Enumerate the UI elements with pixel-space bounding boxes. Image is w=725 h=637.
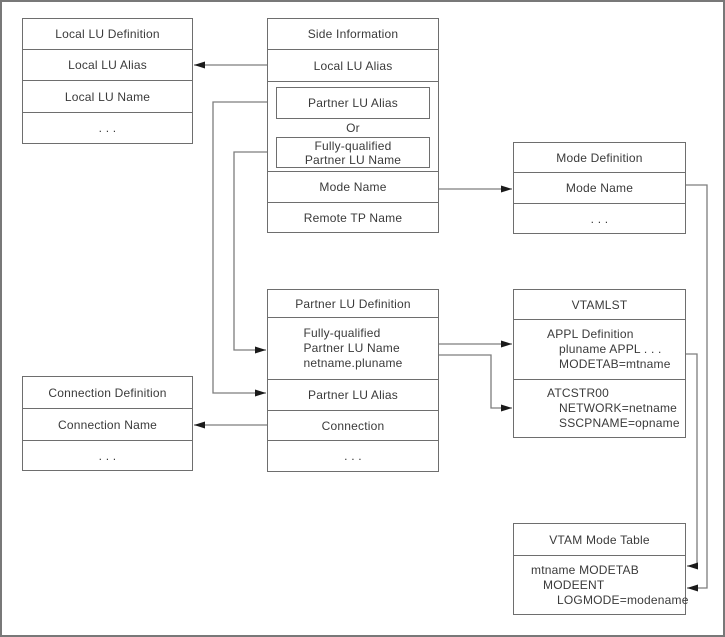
fq-line1: Fully-qualified bbox=[303, 326, 381, 340]
row-ellipsis: . . . bbox=[268, 440, 438, 471]
box-title: Partner LU Definition bbox=[295, 296, 411, 311]
appl-line1: APPL Definition bbox=[547, 327, 634, 341]
box-title: VTAM Mode Table bbox=[549, 532, 650, 547]
row-atcstr00: ATCSTR00 NETWORK=netname SSCPNAME=opname bbox=[514, 379, 685, 437]
box-vtam-mode-table: VTAM Mode Table mtname MODETAB MODEENT L… bbox=[513, 523, 688, 615]
fully-qualified-line2: Partner LU Name bbox=[304, 152, 402, 167]
arrow-sideinfo-partnerlualias-to-partnerlu bbox=[212, 101, 267, 397]
box-vtamlst: VTAMLST APPL Definition pluname APPL . .… bbox=[513, 289, 686, 438]
fully-qualified-line1: Fully-qualified bbox=[314, 138, 392, 153]
box-title: Local LU Definition bbox=[55, 27, 160, 41]
box-local-lu-definition: Local LU Definition Local LU Alias Local… bbox=[22, 18, 193, 144]
box-title: Mode Definition bbox=[556, 150, 643, 165]
row-local-lu-alias: Local LU Alias bbox=[268, 49, 438, 81]
atc-line1: ATCSTR00 bbox=[547, 386, 610, 400]
row-partner-choice: Partner LU Alias Or Fully-qualified Part… bbox=[268, 81, 438, 171]
row-mode-name: Mode Name bbox=[268, 171, 438, 202]
row-fully-qualified-name: Fully-qualified Partner LU Name netname.… bbox=[268, 317, 438, 379]
row-ellipsis: . . . bbox=[23, 112, 192, 143]
box-title: Connection Definition bbox=[48, 385, 167, 400]
or-label: Or bbox=[346, 121, 360, 135]
box-mode-definition: Mode Definition Mode Name . . . bbox=[513, 142, 686, 234]
appl-line3: MODETAB=mtname bbox=[559, 357, 671, 371]
atc-line3: SSCPNAME=opname bbox=[559, 416, 680, 430]
appl-line2: pluname APPL . . . bbox=[559, 342, 662, 356]
inset-partner-lu-alias: Partner LU Alias bbox=[276, 87, 430, 119]
row-partner-lu-alias: Partner LU Alias bbox=[268, 379, 438, 410]
row-ellipsis: . . . bbox=[514, 203, 685, 233]
arrow-sideinfo-fqname-to-partnerlu bbox=[233, 151, 267, 354]
row-local-lu-name: Local LU Name bbox=[23, 80, 192, 112]
arrow-partnerlu-fqname-to-vtamlst-atcstr bbox=[439, 354, 512, 412]
row-mode-name: Mode Name bbox=[514, 172, 685, 203]
row-remote-tp-name: Remote TP Name bbox=[268, 202, 438, 232]
modetable-line1: mtname MODETAB bbox=[531, 562, 639, 577]
row-appl-definition: APPL Definition pluname APPL . . . MODET… bbox=[514, 319, 685, 379]
row-ellipsis: . . . bbox=[23, 440, 192, 470]
row-mode-table-entry: mtname MODETAB MODEENT LOGMODE=modename bbox=[514, 555, 688, 614]
box-side-information: Side Information Local LU Alias Partner … bbox=[267, 18, 439, 233]
box-partner-lu-definition: Partner LU Definition Fully-qualified Pa… bbox=[267, 289, 439, 472]
box-title: Side Information bbox=[307, 27, 399, 41]
inset-fully-qualified-name: Fully-qualified Partner LU Name bbox=[276, 137, 430, 168]
row-local-lu-alias: Local LU Alias bbox=[23, 49, 192, 80]
arrow-modedef-modename-to-vtammodetable bbox=[686, 184, 708, 592]
fq-line2: Partner LU Name bbox=[303, 341, 400, 355]
fq-line3: netname.pluname bbox=[303, 356, 403, 370]
row-connection-name: Connection Name bbox=[23, 408, 192, 440]
atc-line2: NETWORK=netname bbox=[559, 401, 678, 415]
box-title: VTAMLST bbox=[571, 297, 628, 312]
modetable-line3: LOGMODE=modename bbox=[557, 592, 689, 607]
row-connection: Connection bbox=[268, 410, 438, 440]
box-connection-definition: Connection Definition Connection Name . … bbox=[22, 376, 193, 471]
modetable-line2: MODEENT bbox=[543, 577, 605, 592]
arrow-vtamlst-appl-to-vtammodetable bbox=[686, 353, 698, 570]
